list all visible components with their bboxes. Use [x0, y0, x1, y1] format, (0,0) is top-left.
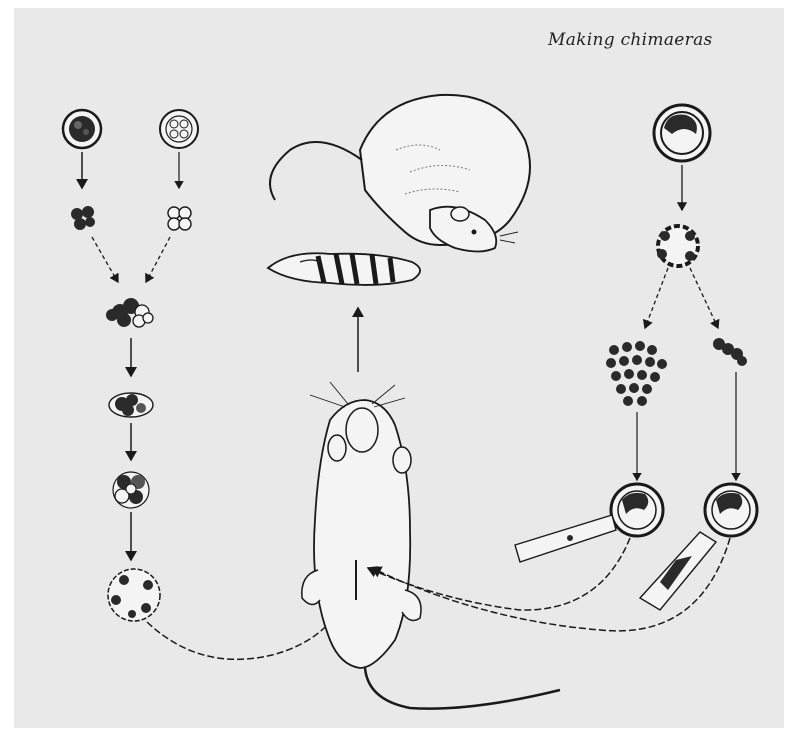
cell-clump-icon [713, 338, 747, 366]
inner-cell-mass-icon [657, 226, 698, 266]
light-cleavage-icon [168, 207, 191, 230]
injected-blastocyst-icon [515, 484, 663, 562]
dark-zygote-icon [63, 110, 101, 148]
arrow [645, 268, 668, 328]
dissociated-cells-icon [606, 341, 667, 406]
arrow [92, 237, 118, 282]
foster-mother-mouse-icon [270, 95, 530, 252]
chimaeric-pup-icon [268, 253, 420, 285]
dark-cleavage-icon [71, 206, 95, 230]
aggregate-cluster-icon [113, 472, 149, 508]
arrow [146, 237, 170, 282]
aggregated-morula-icon [106, 298, 153, 327]
chimaeric-blastocyst-icon [108, 569, 160, 621]
light-zygote-icon [160, 110, 198, 148]
donor-blastocyst-icon [654, 105, 710, 161]
compacted-morula-icon [109, 393, 153, 417]
arrow [690, 268, 718, 328]
